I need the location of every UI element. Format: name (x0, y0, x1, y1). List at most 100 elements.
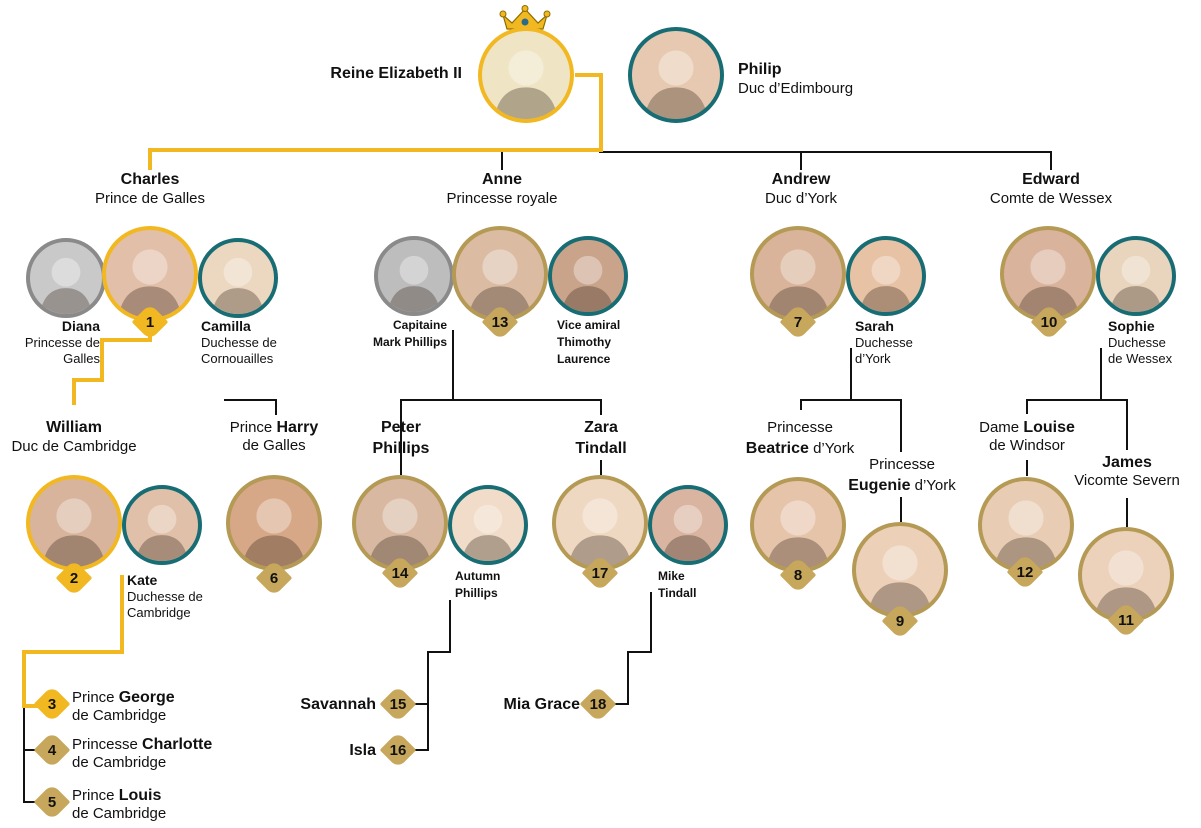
person-portrait-icon (368, 498, 432, 567)
edward-name: Edward (1022, 171, 1080, 188)
sophie-title-1: Duchesse (1108, 334, 1166, 350)
rank-badge-james: 11 (1107, 601, 1145, 639)
louis-title: de Cambridge (72, 805, 167, 823)
rank-badge-harry: 6 (255, 559, 293, 597)
isla-name: Isla (349, 742, 376, 759)
louis-label: Prince Louis de Cambridge (72, 786, 166, 823)
autumn-portrait (448, 485, 528, 565)
crown-icon (499, 5, 551, 30)
eugenie-label: Princesse Eugenie d’York (848, 455, 956, 497)
charlotte-name: Charlotte (142, 736, 213, 753)
harry-title: de Galles (242, 437, 306, 455)
person-portrait-icon (644, 50, 708, 119)
charlotte-label: Princesse Charlotte de Cambridge (72, 735, 212, 772)
camilla-label: Camilla Duchesse de Cornouailles (201, 318, 277, 368)
person-portrait-icon (136, 504, 188, 561)
mark-phillips-portrait (374, 236, 454, 316)
rank-number: 18 (589, 695, 607, 713)
person-portrait-icon (494, 50, 558, 119)
edward-portrait (1000, 226, 1096, 322)
peter-name-1: Peter (380, 419, 422, 436)
rank-number: 12 (1016, 563, 1034, 581)
person-portrait-icon (212, 257, 264, 314)
andrew-title: Duc d’York (765, 190, 837, 207)
camilla-portrait (198, 238, 278, 318)
george-name: George (118, 689, 175, 706)
kate-label: Kate Duchesse de Cambridge (127, 572, 203, 622)
person-portrait-icon (1016, 249, 1080, 318)
philip-portrait (628, 27, 724, 123)
rank-badge-edward: 10 (1030, 303, 1068, 341)
person-portrait-icon (388, 255, 440, 312)
mark-phillips-label: Capitaine Mark Phillips (373, 317, 447, 351)
person-portrait-icon (662, 504, 714, 561)
james-title: Vicomte Severn (1074, 472, 1180, 490)
charles-title: Prince de Galles (94, 190, 206, 207)
beatrice-prefix: Princesse (767, 419, 833, 436)
rank-badge-andrew: 7 (779, 303, 817, 341)
mark-line-1: Capitaine (392, 318, 447, 332)
kate-title-2: Cambridge (127, 605, 191, 621)
rank-number: 3 (47, 695, 57, 713)
person-portrait-icon (40, 257, 92, 314)
person-portrait-icon (1094, 550, 1158, 619)
rank-number: 14 (391, 564, 409, 582)
anne-title: Princesse royale (446, 190, 558, 207)
eugenie-portrait (852, 522, 948, 618)
mike-portrait (648, 485, 728, 565)
rank-number: 2 (69, 569, 79, 587)
james-name: James (1102, 454, 1152, 471)
eugenie-prefix: Princesse (869, 456, 935, 473)
louis-name: Louis (118, 787, 162, 804)
rank-number: 6 (269, 569, 279, 587)
harry-label: Prince Harry de Galles (230, 418, 319, 455)
person-portrait-icon (994, 500, 1058, 569)
autumn-line-1: Autumn (455, 569, 501, 583)
timothy-laurence-portrait (548, 236, 628, 316)
rank-number: 16 (389, 741, 407, 759)
person-portrait-icon (568, 498, 632, 567)
person-portrait-icon (868, 545, 932, 614)
peter-name-2: Phillips (372, 439, 430, 457)
anne-name: Anne (482, 171, 522, 188)
person-portrait-icon (562, 255, 614, 312)
louis-prefix: Prince (72, 787, 119, 804)
beatrice-suffix: d’York (808, 440, 855, 458)
philip-title: Duc d’Edimbourg (738, 80, 854, 97)
person-portrait-icon (860, 255, 912, 312)
rank-badge-peter: 14 (381, 554, 419, 592)
charlotte-title: de Cambridge (72, 754, 167, 772)
person-portrait-icon (1110, 255, 1162, 312)
timothy-line-3: Laurence (557, 351, 611, 366)
mark-line-2: Mark Phillips (372, 334, 447, 349)
sophie-label: Sophie Duchesse de Wessex (1108, 318, 1172, 368)
louise-label: Dame Louise de Windsor (979, 418, 1075, 455)
queen-name: Reine Elizabeth II (330, 65, 462, 82)
timothy-laurence-label: Vice amiral Thimothy Laurence (557, 317, 620, 367)
beatrice-label: Princesse Beatrice d’York (746, 418, 854, 460)
peter-portrait (352, 475, 448, 571)
rank-badge-louis: 5 (33, 783, 71, 821)
autumn-line-2: Phillips (455, 585, 498, 600)
rank-badge-charles: 1 (131, 303, 169, 341)
autumn-label: Autumn Phillips (455, 568, 500, 602)
camilla-title-2: Cornouailles (201, 351, 274, 367)
rank-badge-isla: 16 (379, 731, 417, 769)
rank-badge-william: 2 (55, 559, 93, 597)
sophie-name: Sophie (1108, 318, 1155, 334)
diana-label: Diana Princesse de Galles (25, 318, 100, 368)
diana-title-2: Galles (63, 351, 100, 367)
william-portrait (26, 475, 122, 571)
camilla-title-1: Duchesse de (201, 334, 277, 350)
timothy-line-1: Vice amiral (557, 318, 621, 332)
rank-number: 4 (47, 741, 57, 759)
louise-prefix: Dame (979, 419, 1024, 436)
rank-badge-louise: 12 (1006, 553, 1044, 591)
anne-portrait (452, 226, 548, 322)
rank-number: 11 (1118, 611, 1134, 629)
person-portrait-icon (766, 249, 830, 318)
rank-badge-charlotte: 4 (33, 731, 71, 769)
edward-title: Comte de Wessex (989, 190, 1113, 207)
zara-name-1: Zara (584, 419, 618, 436)
